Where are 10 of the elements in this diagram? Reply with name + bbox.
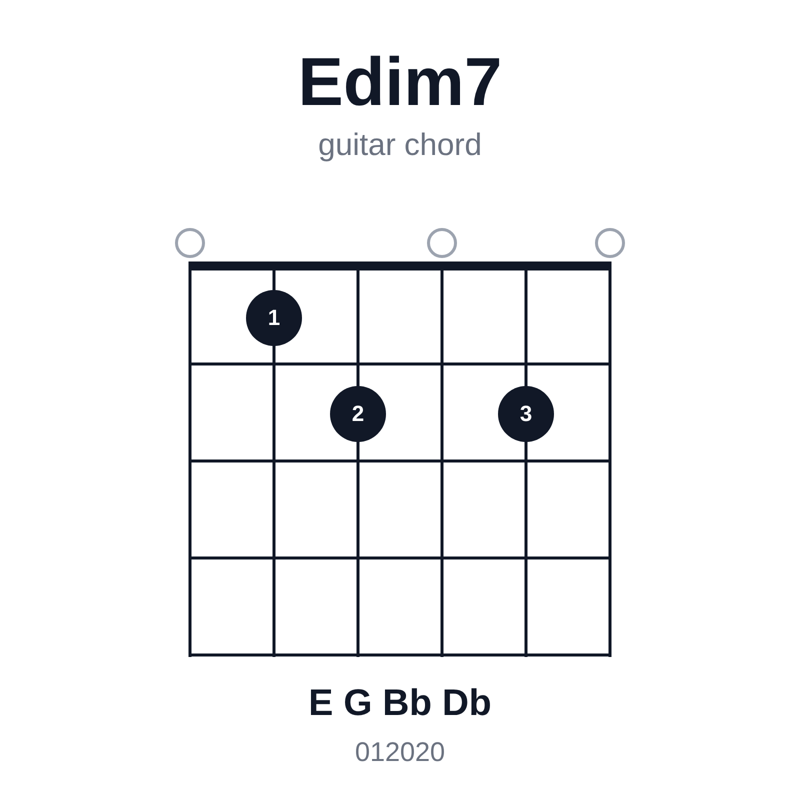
chord-subtitle: guitar chord xyxy=(318,126,482,164)
finger-dot: 1 xyxy=(246,290,302,346)
chord-notes: E G Bb Db xyxy=(308,681,492,725)
fingering-code: 012020 xyxy=(354,736,446,769)
open-string-marker xyxy=(595,228,625,258)
finger-dot: 3 xyxy=(498,386,554,442)
finger-dot: 2 xyxy=(330,386,386,442)
open-string-marker xyxy=(427,228,457,258)
chord-title: Edim7 xyxy=(298,43,502,122)
open-string-marker xyxy=(175,228,205,258)
